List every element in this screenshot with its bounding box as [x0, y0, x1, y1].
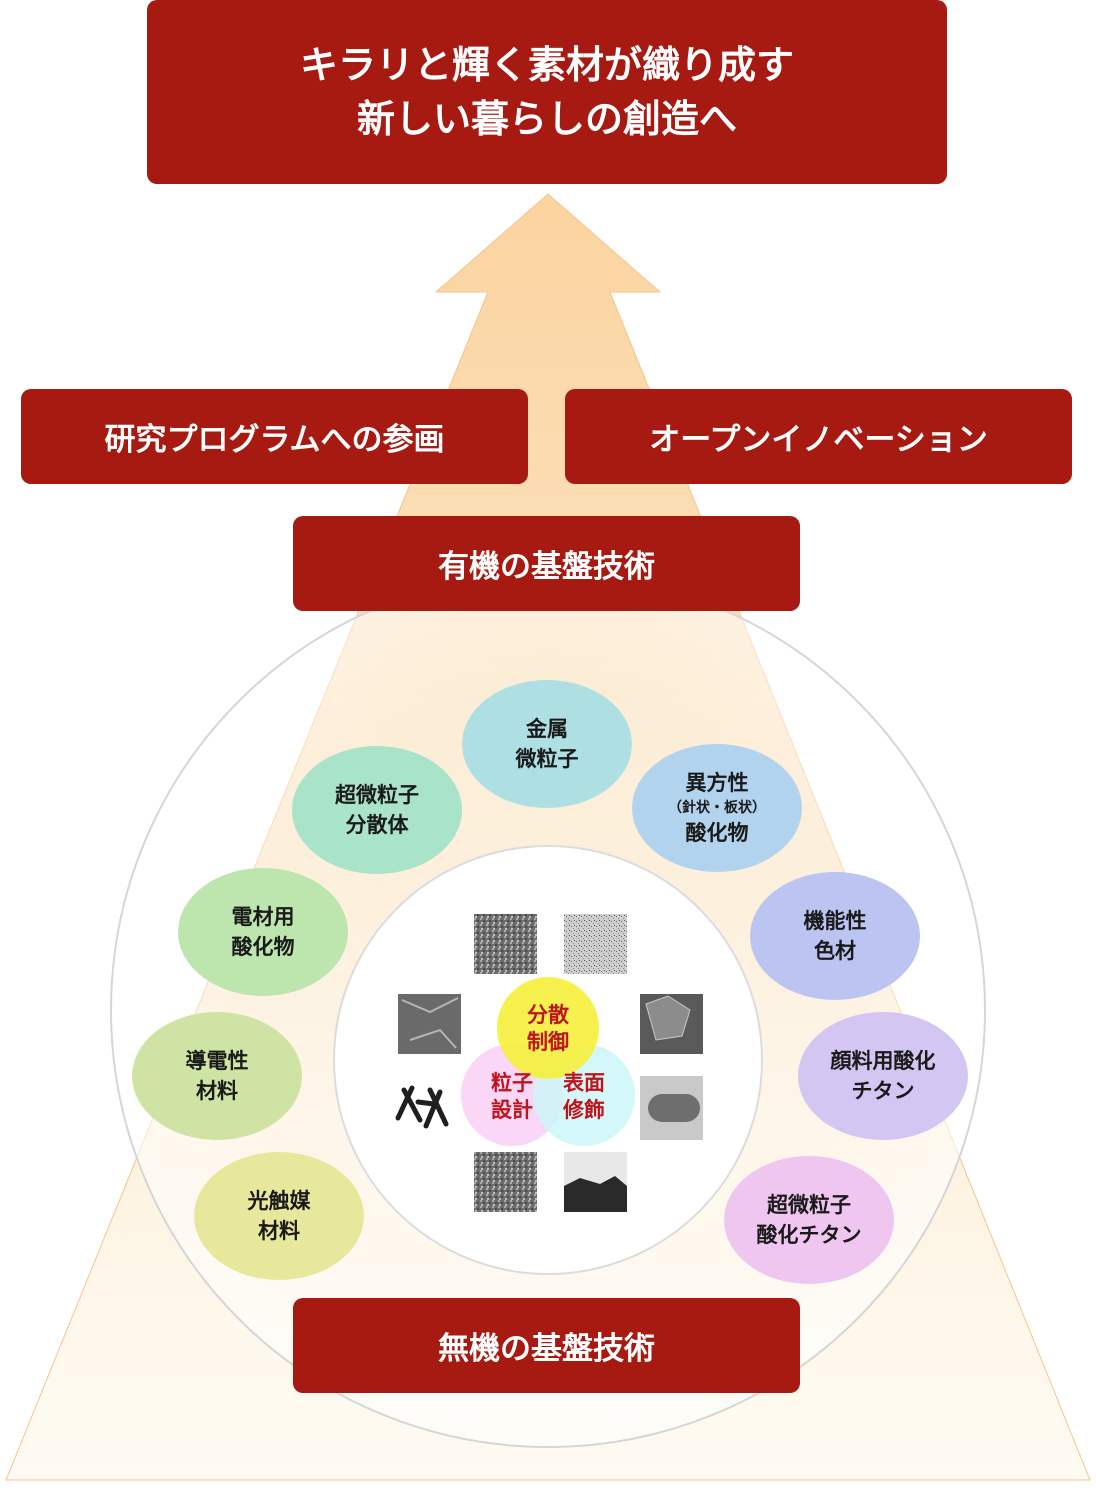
goal-line-1: キラリと輝く素材が織り成す	[299, 43, 794, 87]
research-program-box: 研究プログラムへの参画	[21, 389, 528, 484]
material-ultrafine-titanium: 超微粒子 酸化チタン	[724, 1156, 894, 1284]
core-particle-label: 粒子 設計	[491, 1071, 533, 1122]
material-conductive: 導電性 材料	[132, 1012, 302, 1140]
material-functional-colorant: 機能性 色材	[750, 872, 920, 1000]
core-dispersion-label: 分散 制御	[527, 1003, 569, 1054]
micrograph-3	[398, 994, 461, 1054]
core-dispersion-circle	[497, 977, 599, 1079]
core-surface-label: 表面 修飾	[563, 1071, 605, 1122]
goal-banner: キラリと輝く素材が織り成す 新しい暮らしの創造へ	[147, 0, 947, 184]
material-ultrafine-dispersion: 超微粒子 分散体	[292, 746, 462, 874]
goal-line-2: 新しい暮らしの創造へ	[356, 97, 737, 141]
organic-technology-box: 有機の基盤技術	[293, 516, 800, 611]
micrograph-1	[474, 914, 537, 974]
inorganic-technology-box: 無機の基盤技術	[293, 1298, 800, 1393]
material-electrode-oxide: 電材用 酸化物	[178, 868, 348, 996]
material-metal-particles: 金属 微粒子	[462, 680, 632, 808]
micrograph-7	[474, 1152, 537, 1212]
material-photocatalyst: 光触媒 材料	[194, 1152, 364, 1280]
micrograph-2	[564, 914, 627, 974]
material-pigment-titanium: 顔料用酸化 チタン	[798, 1012, 968, 1140]
material-anisotropic-oxide: 異方性 （針状・板状） 酸化物	[632, 744, 802, 872]
open-innovation-box: オープンイノベーション	[565, 389, 1072, 484]
